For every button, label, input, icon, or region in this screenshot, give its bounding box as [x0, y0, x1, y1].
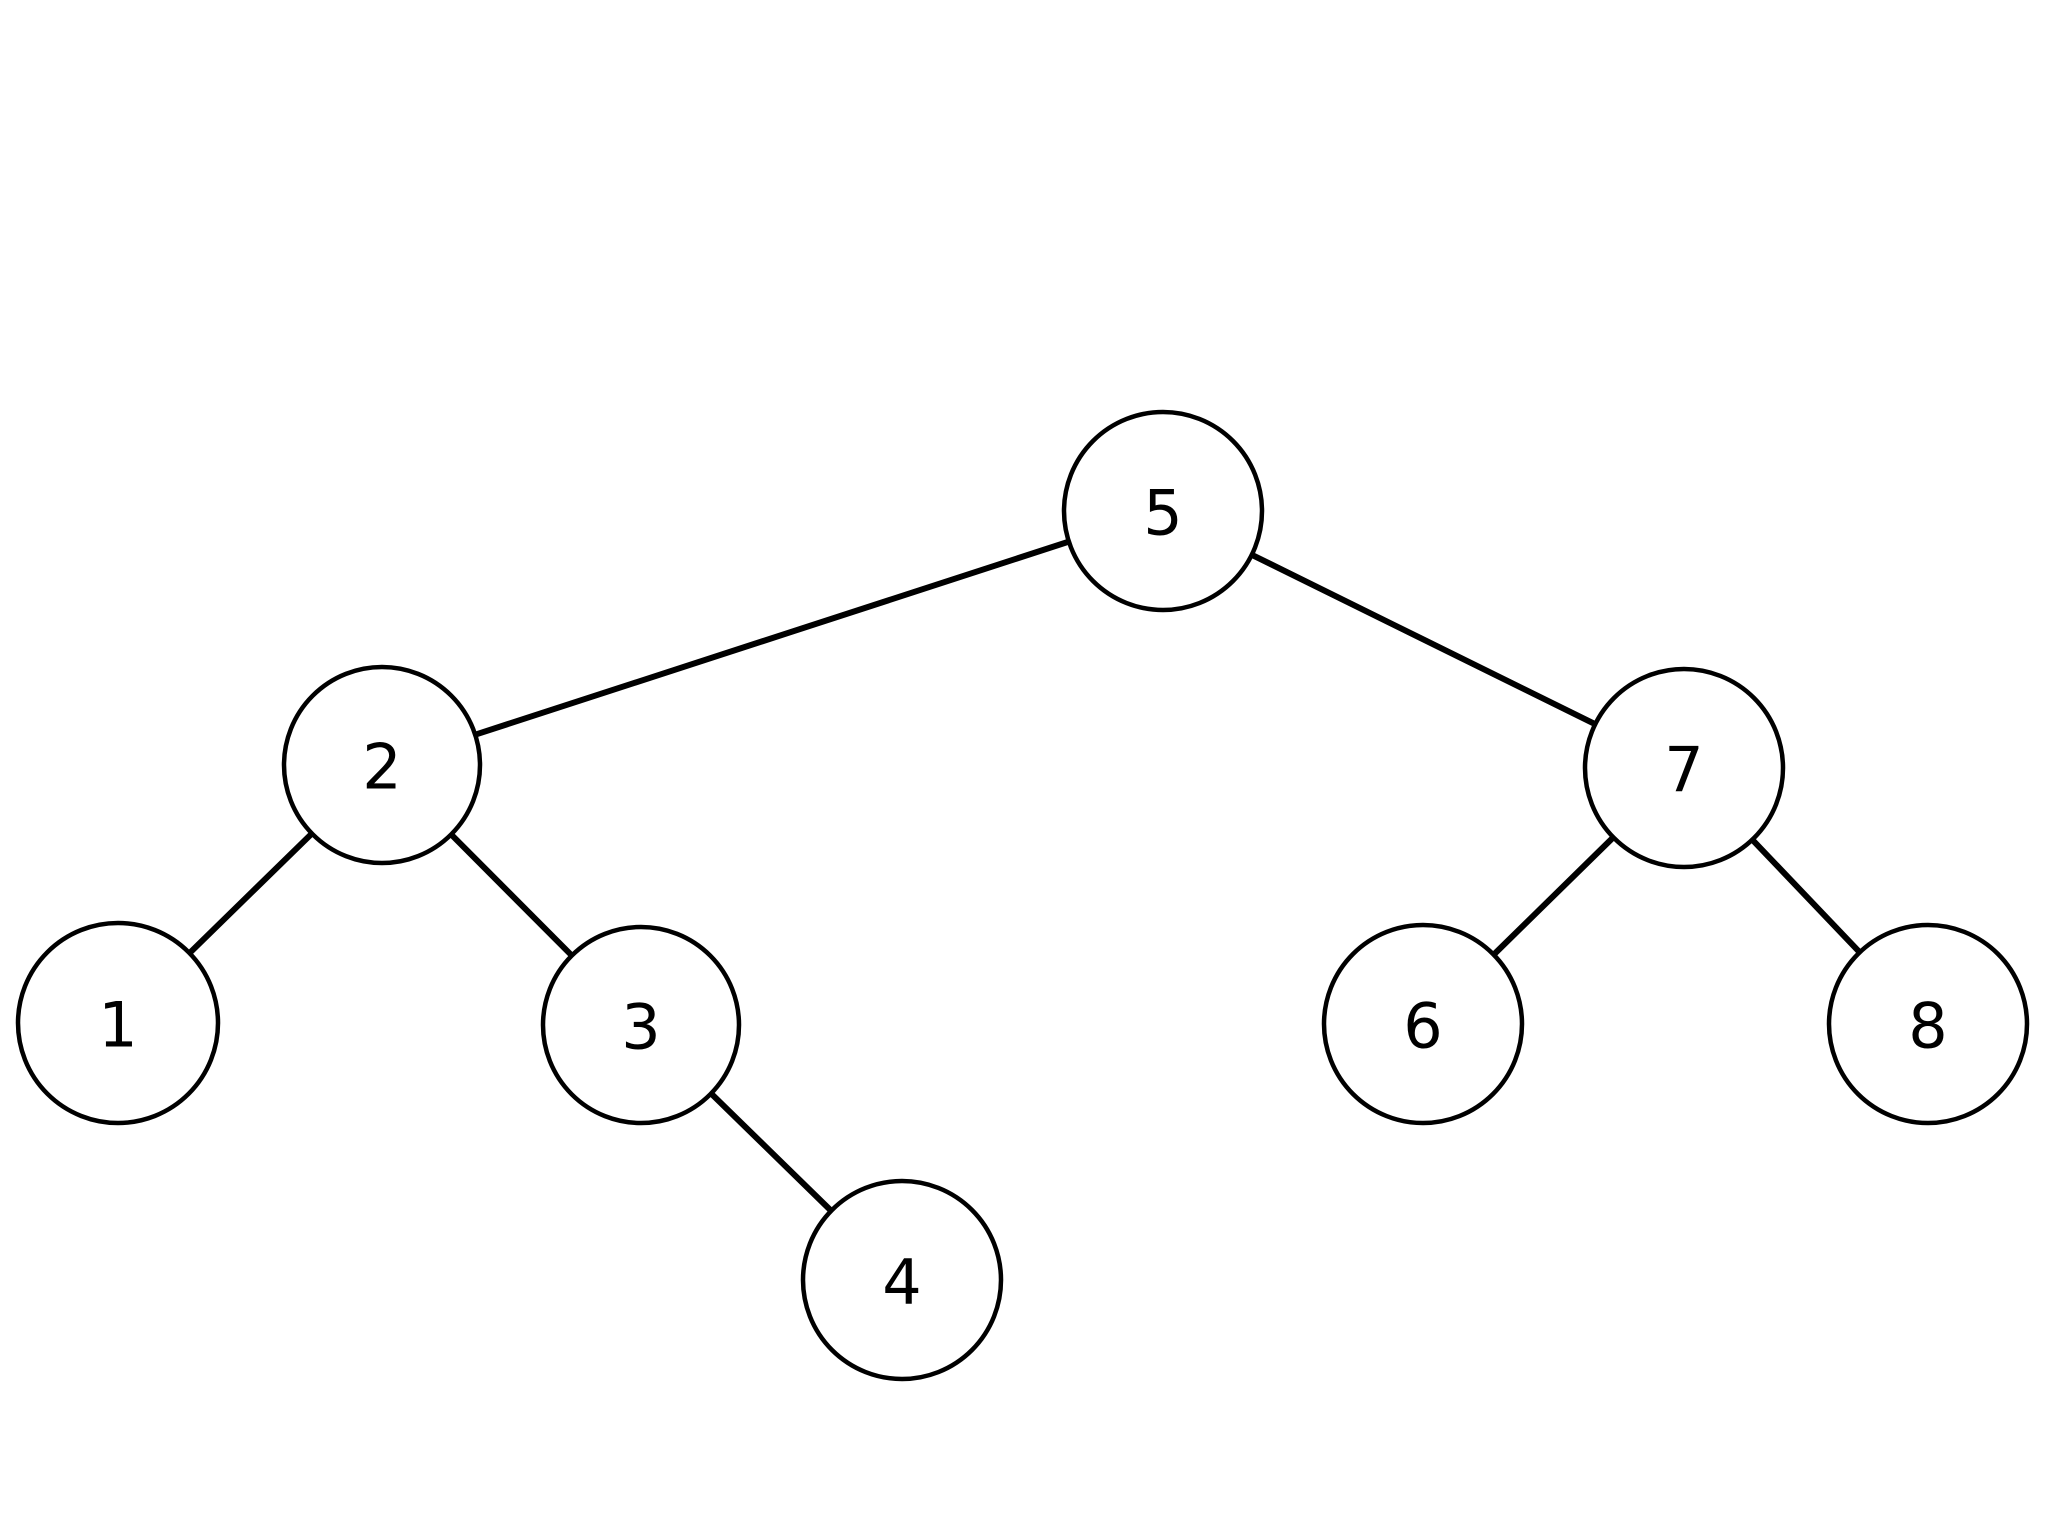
- node-label-7: 7: [1664, 734, 1703, 807]
- node-circle-6[interactable]: [1321, 922, 1525, 1126]
- node-circle-2[interactable]: [281, 664, 483, 866]
- node-label-1: 1: [98, 989, 137, 1062]
- tree-node-6[interactable]: 6: [1321, 922, 1525, 1126]
- tree-node-8[interactable]: 8: [1826, 922, 2030, 1126]
- tree-node-7[interactable]: 7: [1582, 666, 1786, 870]
- tree-node-1[interactable]: 1: [15, 920, 221, 1126]
- tree-node-2[interactable]: 2: [281, 664, 483, 866]
- node-circle-1[interactable]: [15, 920, 221, 1126]
- node-label-6: 6: [1403, 990, 1442, 1063]
- tree-node-layer: 5 2 7 1 3 6 8 4: [15, 409, 2030, 1382]
- tree-edge-5-2: [474, 538, 1070, 738]
- node-circle-7[interactable]: [1582, 666, 1786, 870]
- node-label-4: 4: [882, 1246, 921, 1319]
- node-label-2: 2: [362, 731, 401, 804]
- node-label-3: 3: [621, 991, 660, 1064]
- tree-node-4[interactable]: 4: [800, 1178, 1004, 1382]
- tree-edge-7-8: [1750, 837, 1862, 955]
- tree-edge-2-3: [449, 832, 574, 958]
- tree-edge-2-1: [187, 831, 315, 956]
- node-circle-8[interactable]: [1826, 922, 2030, 1126]
- tree-edge-7-6: [1491, 835, 1616, 957]
- tree-edge-5-7: [1250, 552, 1597, 727]
- tree-edge-3-4: [709, 1091, 834, 1213]
- node-label-5: 5: [1143, 477, 1182, 550]
- tree-node-5[interactable]: 5: [1061, 409, 1265, 613]
- node-circle-5[interactable]: [1061, 409, 1265, 613]
- node-circle-4[interactable]: [800, 1178, 1004, 1382]
- node-label-8: 8: [1908, 990, 1947, 1063]
- tree-edge-layer: [187, 538, 1862, 1213]
- node-circle-3[interactable]: [540, 924, 742, 1126]
- tree-node-3[interactable]: 3: [540, 924, 742, 1126]
